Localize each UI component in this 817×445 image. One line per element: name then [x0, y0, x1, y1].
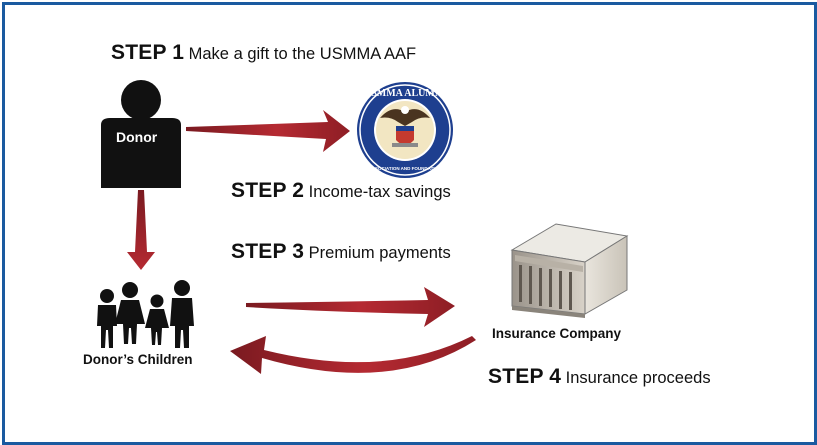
insurance-building-icon — [510, 223, 629, 318]
step-4-description: Insurance proceeds — [565, 369, 711, 387]
step-1-number: STEP 1 — [111, 41, 185, 64]
logo-bottom-text: ASSOCIATION AND FOUNDATION — [369, 166, 442, 171]
step-2-number: STEP 2 — [231, 179, 305, 202]
insurance-company-label: Insurance Company — [492, 326, 622, 341]
step-2-description: Income-tax savings — [308, 183, 451, 201]
step-3-label: STEP 3 Premium payments — [231, 240, 451, 264]
arrow-donor-to-children — [127, 190, 155, 270]
children-figures-icon — [97, 280, 194, 348]
usmma-alumni-logo-icon: USMMA ALUMNI ASSOCIATION AND FOUNDATION — [357, 82, 453, 178]
step-2-label: STEP 2 Income-tax savings — [231, 179, 451, 203]
arrow-donor-to-foundation — [186, 110, 350, 152]
children-label: Donor’s Children — [83, 352, 193, 367]
step-4-number: STEP 4 — [488, 365, 562, 388]
step-3-description: Premium payments — [308, 244, 451, 262]
step-3-number: STEP 3 — [231, 240, 305, 263]
arrow-insurance-proceeds — [230, 336, 476, 374]
logo-top-text: USMMA ALUMNI — [364, 88, 446, 99]
step-1-description: Make a gift to the USMMA AAF — [188, 45, 417, 63]
donor-figure-icon — [101, 80, 181, 188]
arrow-premium-payments — [246, 287, 455, 327]
donor-label: Donor — [116, 129, 158, 145]
step-4-label: STEP 4 Insurance proceeds — [488, 365, 711, 389]
step-1-label: STEP 1 Make a gift to the USMMA AAF — [111, 41, 416, 65]
